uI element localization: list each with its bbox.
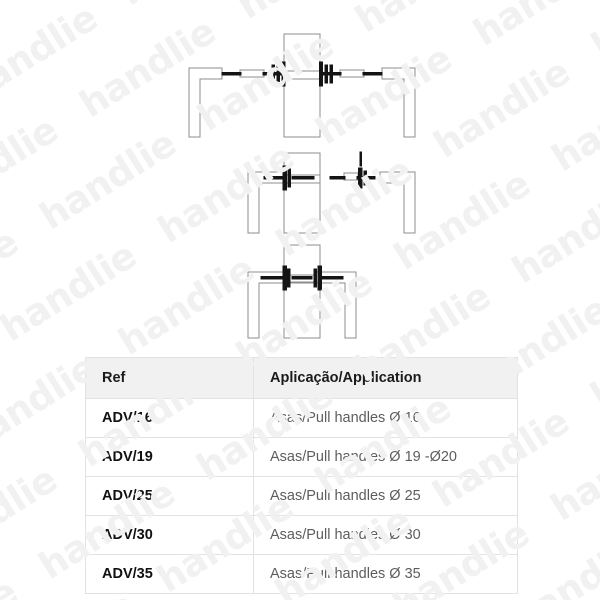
table-row: ADV/35 Asas/Pull handles Ø 35 bbox=[85, 554, 518, 594]
view-single-sided bbox=[247, 152, 416, 234]
watermark-text: handlie bbox=[0, 539, 63, 600]
table-header: Ref Aplicação/Application bbox=[85, 357, 518, 399]
column-header-application: Aplicação/Application bbox=[253, 357, 518, 399]
watermark-text: handlie bbox=[543, 413, 600, 530]
cell-ref: ADV/35 bbox=[85, 554, 254, 594]
reference-application-table: Ref Aplicação/Application ADV/16 Asas/Pu… bbox=[85, 357, 518, 594]
technical-drawing bbox=[188, 33, 416, 339]
spec-table-container: Ref Aplicação/Application ADV/16 Asas/Pu… bbox=[85, 357, 518, 594]
table-row: ADV/30 Asas/Pull handles Ø 30 bbox=[85, 515, 518, 555]
table-row: ADV/25 Asas/Pull handles Ø 25 bbox=[85, 476, 518, 516]
cell-application: Asas/Pull handles Ø 30 bbox=[253, 515, 518, 555]
cell-ref: ADV/25 bbox=[85, 476, 254, 516]
cell-application: Asas/Pull handles Ø 19 -Ø20 bbox=[253, 437, 518, 477]
table-header-row: Ref Aplicação/Application bbox=[85, 357, 518, 399]
cell-application: Asas/Pull handles Ø 16 bbox=[253, 398, 518, 438]
cell-application: Asas/Pull handles Ø 35 bbox=[253, 554, 518, 594]
table-row: ADV/16 Asas/Pull handles Ø 16 bbox=[85, 398, 518, 438]
cell-application: Asas/Pull handles Ø 25 bbox=[253, 476, 518, 516]
view-back-to-back bbox=[247, 244, 357, 339]
table-row: ADV/19 Asas/Pull handles Ø 19 -Ø20 bbox=[85, 437, 518, 477]
cell-ref: ADV/19 bbox=[85, 437, 254, 477]
cell-ref: ADV/30 bbox=[85, 515, 254, 555]
column-header-ref: Ref bbox=[85, 357, 254, 399]
view-double-sided bbox=[188, 33, 416, 138]
cell-ref: ADV/16 bbox=[85, 398, 254, 438]
table-body: ADV/16 Asas/Pull handles Ø 16 ADV/19 Asa… bbox=[85, 398, 518, 594]
